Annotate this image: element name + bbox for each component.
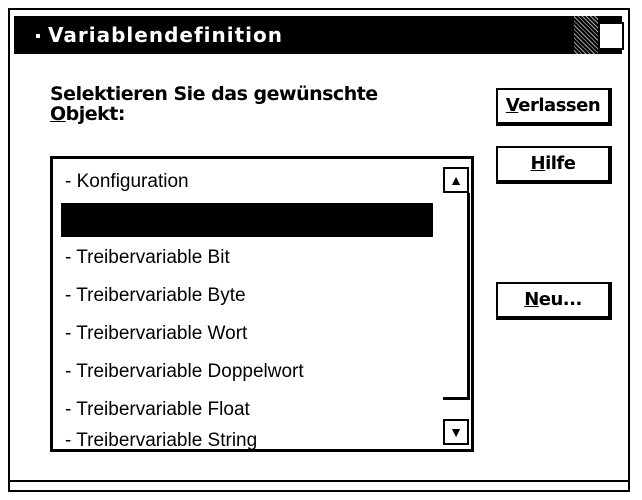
scrollbar-track[interactable] <box>467 193 470 399</box>
list-item-konfiguration[interactable]: - Konfiguration <box>65 171 189 192</box>
leave-label: erlassen <box>518 95 601 116</box>
prompt-line-1: Selektieren Sie das gewünschte <box>50 83 378 105</box>
list-item-doppelwort[interactable]: - Treibervariable Doppelwort <box>65 361 304 382</box>
scroll-up-arrow-icon: ▲ <box>449 172 463 188</box>
leave-button[interactable]: Verlassen <box>496 88 612 126</box>
variable-definition-dialog: Variablendefinition X Selektieren Sie da… <box>8 8 630 492</box>
window-title: Variablendefinition <box>48 23 283 47</box>
list-item-wort[interactable]: - Treibervariable Wort <box>65 323 248 344</box>
close-icon: X <box>603 22 619 47</box>
scroll-down-arrow-icon: ▼ <box>449 424 463 440</box>
prompt-line-2: Objekt: <box>50 104 378 124</box>
system-menu-icon[interactable] <box>36 34 40 38</box>
help-button[interactable]: Hilfe <box>496 146 612 184</box>
title-bar-dither <box>574 16 598 54</box>
list-item-string[interactable]: - Treibervariable String <box>65 430 258 451</box>
new-button[interactable]: Neu... <box>496 282 612 320</box>
help-mnemonic: H <box>530 153 546 174</box>
prompt-mnemonic: O <box>50 103 66 125</box>
select-prompt: Selektieren Sie das gewünschte Objekt: <box>50 84 378 124</box>
list-item-float[interactable]: - Treibervariable Float <box>65 399 250 420</box>
title-bar[interactable]: Variablendefinition X <box>14 16 624 54</box>
scroll-down-button[interactable]: ▼ <box>443 419 469 445</box>
scroll-up-button[interactable]: ▲ <box>443 167 469 193</box>
scrollbar-thumb-edge <box>443 397 470 400</box>
help-label: ilfe <box>545 153 576 174</box>
leave-mnemonic: V <box>505 95 519 116</box>
new-label: eu... <box>538 289 583 310</box>
new-mnemonic: N <box>524 289 539 310</box>
list-item-selected[interactable] <box>61 203 433 237</box>
object-listbox[interactable]: - Konfiguration - Treibervariable Bit - … <box>50 156 474 452</box>
list-item-bit[interactable]: - Treibervariable Bit <box>65 247 230 268</box>
list-item-byte[interactable]: - Treibervariable Byte <box>65 285 246 306</box>
dialog-bottom-edge <box>10 480 628 482</box>
prompt-line-2-rest: bjekt: <box>65 103 126 125</box>
close-button[interactable]: X <box>598 22 624 50</box>
